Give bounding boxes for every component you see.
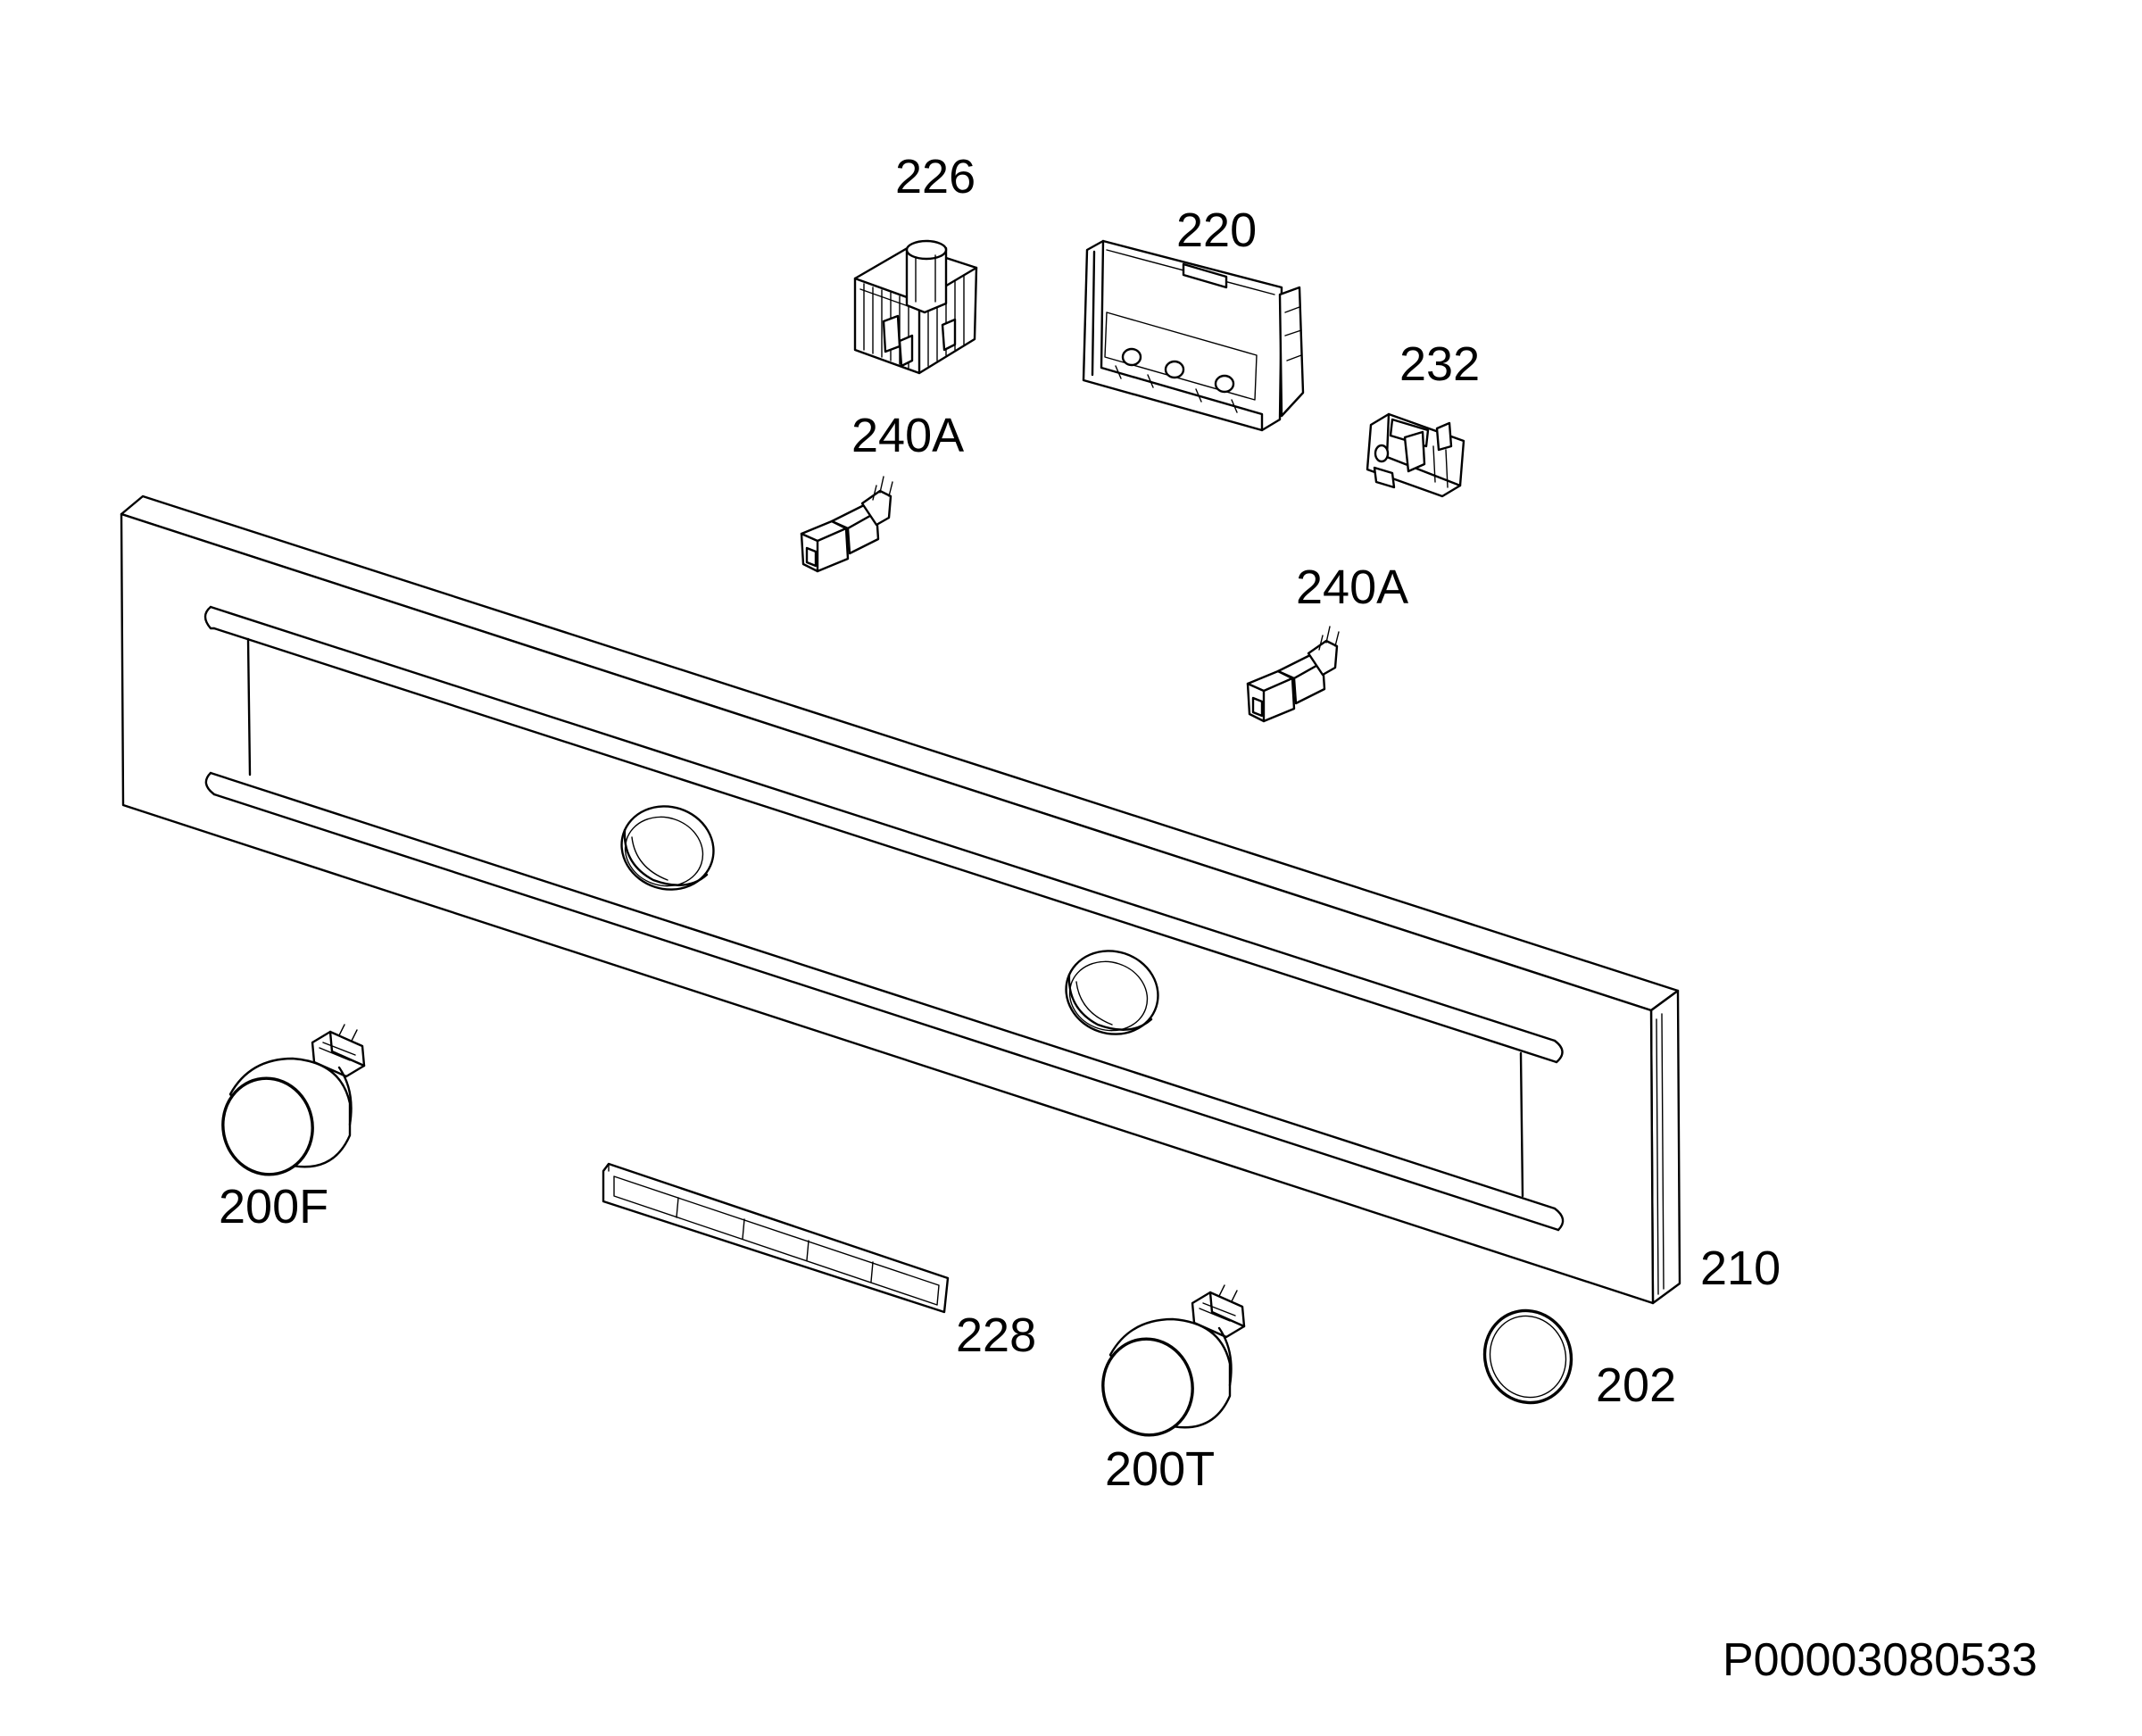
label-240a-top: 240A bbox=[851, 409, 964, 462]
selector-switch-226 bbox=[853, 239, 978, 375]
label-210: 210 bbox=[1700, 1242, 1781, 1295]
switch-232 bbox=[1366, 412, 1465, 498]
label-240a-mid: 240A bbox=[1296, 561, 1408, 614]
label-220: 220 bbox=[1176, 204, 1257, 257]
knob-200t bbox=[1101, 1284, 1246, 1437]
label-232: 232 bbox=[1399, 337, 1480, 391]
control-panel-210 bbox=[120, 494, 1681, 1305]
knob-hole-left bbox=[620, 805, 715, 891]
label-226: 226 bbox=[895, 150, 976, 204]
display-window-228 bbox=[602, 1162, 950, 1314]
indicator-lamp-240a-mid bbox=[1246, 626, 1340, 723]
knob-hole-right bbox=[1065, 950, 1159, 1035]
ring-202 bbox=[1482, 1308, 1573, 1405]
label-228: 228 bbox=[956, 1308, 1036, 1362]
display-module-220 bbox=[1082, 239, 1305, 432]
indicator-lamp-240a-top bbox=[800, 476, 893, 573]
knob-200f bbox=[221, 1024, 366, 1176]
label-200f: 200F bbox=[219, 1180, 328, 1233]
document-id: P00003080533 bbox=[1723, 1634, 2038, 1686]
label-202: 202 bbox=[1596, 1358, 1676, 1412]
label-200t: 200T bbox=[1105, 1442, 1215, 1496]
